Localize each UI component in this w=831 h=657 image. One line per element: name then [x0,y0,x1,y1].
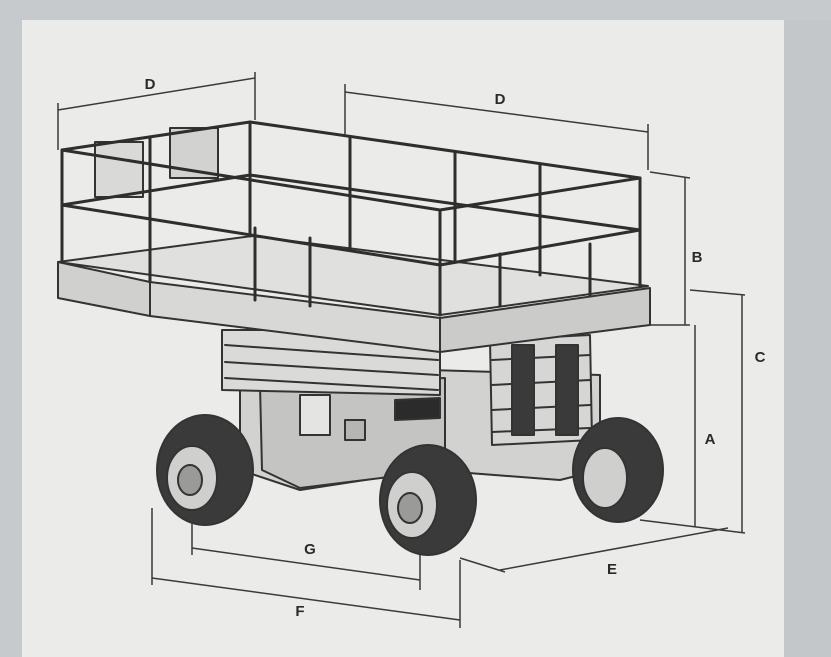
scissor-beam [224,344,439,361]
extension-line [639,519,746,534]
scissor-beam [224,377,439,391]
extension-line [459,557,506,573]
dimension-label-f: F [295,603,304,620]
platform-deck-left [57,261,151,317]
dimension-label-b: B [692,249,703,266]
dimension-line-d-right [344,91,649,133]
dimension-line-d-left [57,77,256,111]
dimension-label-a: A [705,431,716,448]
wheel-rear-left [156,414,254,526]
guardrail [60,120,642,317]
control-box [299,394,331,436]
scissor-lift-illustration [57,120,664,556]
dimension-label-c: C [755,349,766,366]
dimension-lines [57,72,746,628]
extension-line [649,171,691,179]
dimension-line-e [499,527,729,571]
scissor-joint [555,344,579,436]
chassis-hatch [344,419,366,441]
dimension-line-f [151,577,461,621]
chassis-dark-block [394,397,441,421]
extension-line [689,289,746,296]
dimension-line-g [191,547,421,581]
wheel-rear-right [572,417,664,523]
platform-end-plate [94,141,144,198]
dimension-label-g: G [304,541,316,558]
right-margin-strip [784,20,831,657]
scissor-beam [224,361,439,376]
scissor-joint [511,344,535,436]
wheel-front-left [379,444,477,556]
dimension-label-d-left: D [145,76,156,93]
dimension-label-d-right: D [495,91,506,108]
dimension-label-e: E [607,561,617,578]
